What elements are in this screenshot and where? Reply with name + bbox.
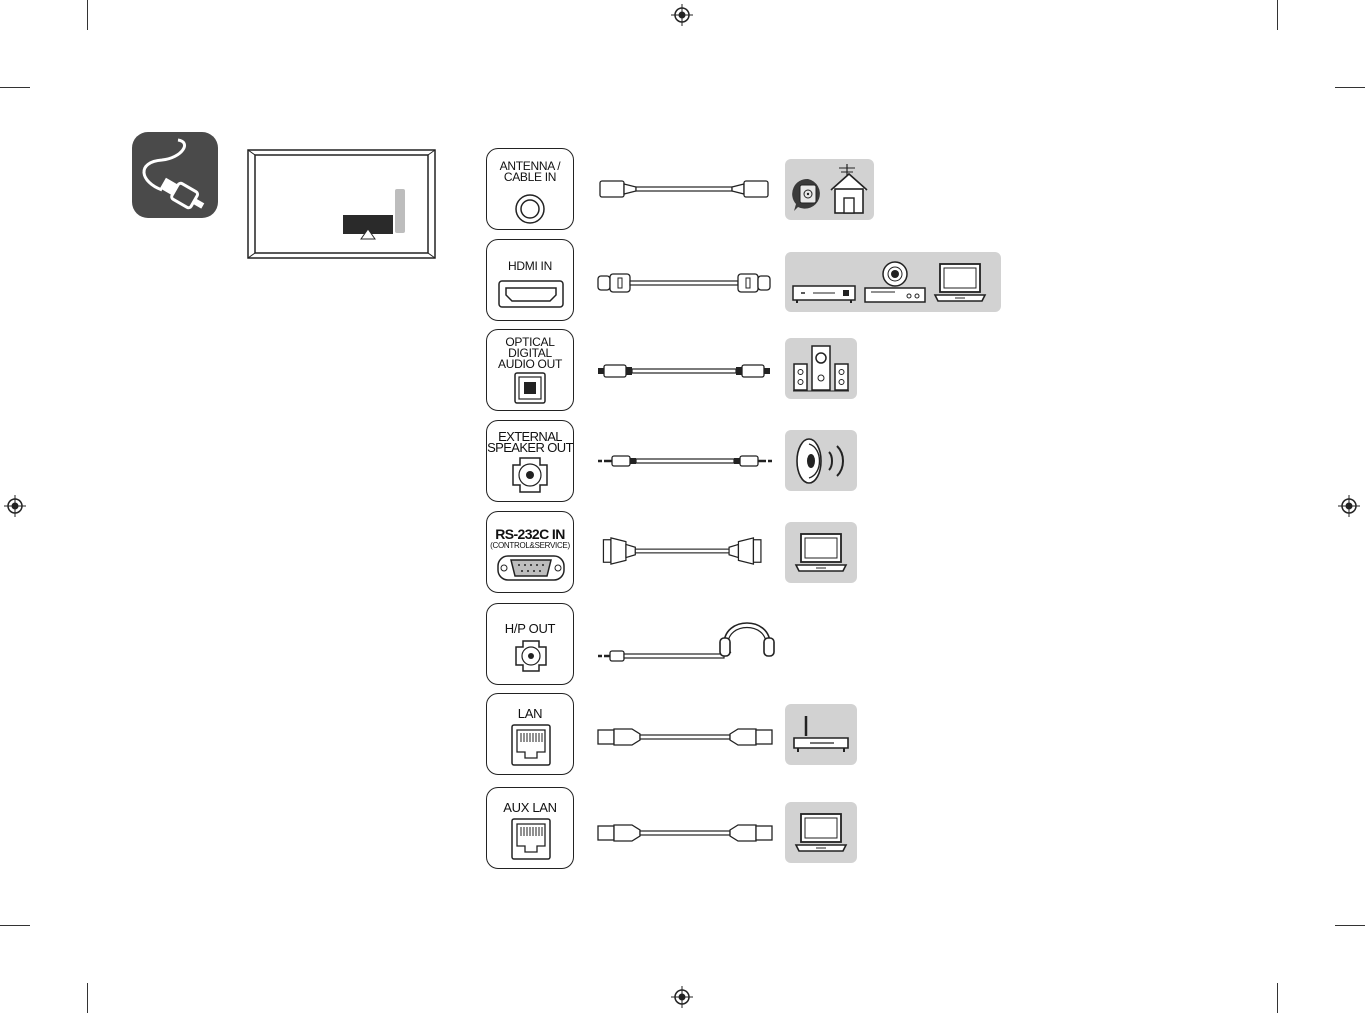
device-group-optical — [785, 338, 857, 399]
hdmi-cable — [596, 268, 774, 298]
port-rs232c-in: RS-232C IN (CONTROL&SERVICE) — [486, 511, 574, 593]
coaxial-port-icon — [514, 193, 546, 225]
port-label: EXTERNAL SPEAKER OUT — [487, 431, 573, 453]
crop-mark — [1277, 983, 1278, 1013]
crop-mark — [1335, 87, 1365, 88]
port-label: HDMI IN — [487, 261, 573, 272]
registration-mark-bottom — [671, 986, 693, 1008]
device-group-hdmi — [785, 252, 1001, 312]
port-sublabel: (CONTROL&SERVICE) — [487, 541, 573, 550]
headphone-jack-icon — [515, 640, 547, 672]
port-label: RS-232C IN — [487, 527, 573, 541]
dsub-port-icon — [497, 553, 565, 583]
rj45-port-icon — [511, 818, 551, 860]
connection-cable-icon — [132, 132, 218, 218]
speaker-jack-icon — [512, 457, 548, 493]
device-group-antenna — [785, 159, 874, 220]
port-hdmi-in: HDMI IN — [486, 239, 574, 321]
port-label: AUX LAN — [487, 802, 573, 813]
port-label: ANTENNA / CABLE IN — [487, 161, 573, 183]
headphones-icon — [720, 623, 774, 656]
registration-mark-left — [4, 495, 26, 517]
optical-port-icon — [514, 372, 546, 404]
port-aux-lan: AUX LAN — [486, 787, 574, 869]
laptop-icon — [794, 532, 848, 574]
lan-cable — [596, 818, 774, 848]
rj45-port-icon — [511, 724, 551, 766]
lan-cable — [596, 722, 774, 752]
port-label: H/P OUT — [487, 623, 573, 634]
optical-cable — [596, 356, 774, 386]
laptop-icon — [794, 812, 848, 854]
loudspeaker-icon — [793, 436, 851, 486]
router-icon — [790, 712, 852, 756]
device-group-external-speaker — [785, 430, 857, 491]
port-label: LAN — [487, 708, 573, 719]
laptop-icon — [933, 262, 987, 304]
device-group-lan — [785, 704, 857, 765]
port-label: OPTICAL DIGITAL AUDIO OUT — [487, 337, 573, 370]
registration-mark-top — [671, 4, 693, 26]
port-antenna-cable-in: ANTENNA / CABLE IN — [486, 148, 574, 230]
tv-rear-outline — [247, 149, 436, 259]
speaker-system-icon — [791, 344, 851, 394]
port-lan: LAN — [486, 693, 574, 775]
port-optical-digital-audio-out: OPTICAL DIGITAL AUDIO OUT — [486, 329, 574, 411]
antenna-wall-outlet-icon — [790, 177, 826, 213]
headphone-cable — [596, 614, 778, 664]
crop-mark — [87, 0, 88, 30]
crop-mark — [0, 87, 30, 88]
crop-mark — [87, 983, 88, 1013]
dvd-player-icon — [863, 260, 927, 306]
crop-mark — [0, 925, 30, 926]
hdmi-port-icon — [498, 280, 564, 308]
audio-cable — [596, 446, 774, 476]
device-group-rs232c — [785, 522, 857, 583]
set-top-box-icon — [791, 282, 857, 304]
tv-side-panel — [395, 189, 405, 233]
port-external-speaker-out: EXTERNAL SPEAKER OUT — [486, 420, 574, 502]
house-antenna-icon — [827, 162, 871, 216]
registration-mark-right — [1338, 495, 1360, 517]
port-hp-out: H/P OUT — [486, 603, 574, 685]
coaxial-cable — [596, 174, 774, 204]
crop-mark — [1277, 0, 1278, 30]
crop-mark — [1335, 925, 1365, 926]
device-group-aux-lan — [785, 802, 857, 863]
rs232c-cable — [596, 536, 774, 566]
